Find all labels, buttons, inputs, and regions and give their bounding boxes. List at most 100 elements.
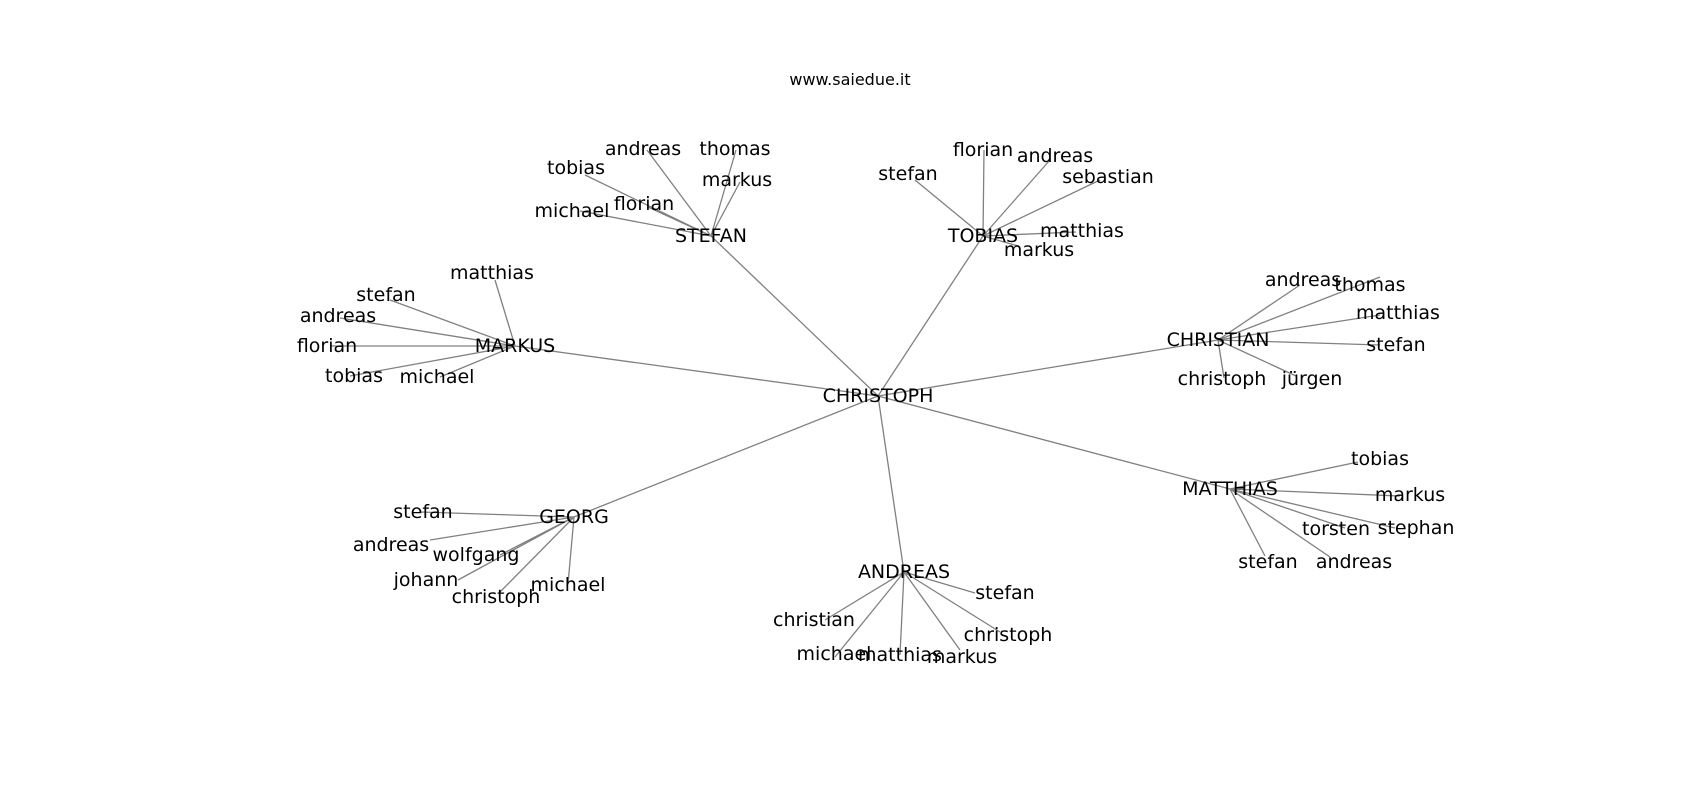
edge-stefan-andreas — [646, 149, 712, 237]
leaf-node-label-christian-5: jürgen — [1281, 368, 1343, 390]
leaf-node-label-stefan-2: tobias — [547, 157, 605, 179]
edge-georg-johann — [457, 516, 575, 581]
edge-andreas-christoph — [903, 571, 1001, 633]
leaf-node-label-stefan-0: andreas — [605, 138, 681, 160]
edge-root-markus — [514, 345, 879, 397]
leaf-node-label-andreas-0: stefan — [975, 582, 1034, 604]
leaf-node-label-matthias-4: stefan — [1238, 551, 1297, 573]
leaf-node-label-stefan-3: markus — [702, 169, 772, 191]
leaf-node-label-matthias-5: andreas — [1316, 551, 1392, 573]
edge-christian-stefan — [1217, 339, 1381, 346]
hub-node-label-tobias: TOBIAS — [947, 225, 1018, 247]
hub-node-label-matthias: MATTHIAS — [1182, 478, 1278, 500]
edge-matthias-torsten — [1229, 488, 1346, 529]
edge-markus-andreas — [339, 317, 516, 347]
edge-christian-jürgen — [1217, 339, 1297, 377]
edge-stefan-markus — [710, 181, 741, 237]
leaf-node-label-georg-5: michael — [531, 574, 606, 596]
leaf-node-label-georg-3: johann — [393, 569, 459, 591]
edge-root-georg — [573, 395, 879, 518]
edge-stefan-thomas — [710, 149, 737, 237]
leaf-node-label-markus-2: andreas — [300, 305, 376, 327]
edge-tobias-stefan — [914, 179, 984, 237]
edge-christian-thomas — [1217, 276, 1381, 341]
edge-root-christian — [877, 339, 1219, 397]
edge-andreas-stefan — [903, 571, 976, 594]
edge-markus-tobias — [349, 345, 516, 377]
edge-georg-christoph — [499, 516, 575, 593]
leaf-node-label-matthias-0: tobias — [1351, 448, 1409, 470]
leaf-node-label-andreas-1: christian — [773, 609, 855, 631]
edge-tobias-sebastian — [982, 179, 1101, 237]
edge-andreas-christian — [824, 571, 905, 621]
leaf-node-label-tobias-0: florian — [953, 139, 1013, 161]
edge-christian-andreas — [1217, 284, 1301, 341]
leaf-node-label-andreas-3: michael — [797, 643, 872, 665]
leaf-node-label-andreas-5: markus — [927, 646, 997, 668]
leaf-node-label-matthias-1: markus — [1375, 484, 1445, 506]
edge-andreas-michael — [834, 571, 905, 658]
edge-tobias-matthias — [982, 231, 1077, 237]
leaf-node-label-markus-5: michael — [400, 366, 475, 388]
edge-root-stefan — [710, 235, 879, 397]
edge-tobias-florian — [982, 149, 985, 237]
source-watermark: www.saiedue.it — [789, 70, 911, 89]
leaf-node-label-matthias-2: torsten — [1302, 518, 1370, 540]
leaf-node-label-christian-4: christoph — [1178, 368, 1267, 390]
leaf-node-label-georg-2: wolfgang — [433, 544, 520, 566]
leaf-node-label-christian-1: thomas — [1334, 274, 1405, 296]
edge-georg-andreas — [429, 516, 575, 541]
edge-markus-michael — [439, 345, 516, 378]
edge-georg-stefan — [419, 511, 575, 518]
hub-node-label-stefan: STEFAN — [675, 225, 747, 247]
leaf-node-label-tobias-1: andreas — [1017, 145, 1093, 167]
hub-node-label-andreas: ANDREAS — [858, 561, 950, 583]
leaf-node-label-markus-3: florian — [297, 335, 357, 357]
leaf-node-label-tobias-5: markus — [1004, 239, 1074, 261]
edge-root-tobias — [877, 235, 984, 397]
leaf-node-label-christian-2: matthias — [1356, 302, 1440, 324]
edge-andreas-markus — [903, 571, 961, 651]
edge-tobias-markus — [982, 235, 1019, 247]
leaf-node-label-tobias-2: stefan — [878, 163, 937, 185]
leaf-node-label-andreas-4: matthias — [858, 644, 942, 666]
edge-tobias-andreas — [982, 159, 1051, 237]
leaf-node-label-georg-4: christoph — [452, 586, 541, 608]
edge-stefan-florian — [647, 206, 712, 237]
leaf-node-label-matthias-3: stephan — [1378, 517, 1455, 539]
hub-node-label-christian: CHRISTIAN — [1167, 329, 1270, 351]
leaf-node-label-tobias-3: sebastian — [1062, 166, 1154, 188]
edge-matthias-stefan — [1229, 488, 1266, 557]
edge-markus-matthias — [494, 279, 516, 347]
edge-root-andreas — [877, 395, 905, 573]
leaf-node-label-christian-0: andreas — [1265, 269, 1341, 291]
leaf-node-label-markus-1: stefan — [356, 284, 415, 306]
edges-layer — [330, 149, 1401, 658]
leaf-node-label-georg-0: stefan — [393, 501, 452, 523]
edge-christian-matthias — [1217, 314, 1381, 341]
root-node-label: CHRISTOPH — [823, 385, 934, 407]
edge-root-matthias — [877, 395, 1231, 490]
edge-matthias-markus — [1229, 488, 1401, 497]
leaf-node-label-stefan-4: florian — [614, 193, 674, 215]
hub-node-label-georg: GEORG — [539, 506, 609, 528]
leaf-node-label-markus-0: matthias — [450, 262, 534, 284]
edge-christian-christoph — [1217, 339, 1225, 379]
leaf-node-label-tobias-4: matthias — [1040, 220, 1124, 242]
leaf-node-label-markus-4: tobias — [325, 365, 383, 387]
edge-georg-michael — [567, 516, 575, 585]
leaf-node-label-christian-3: stefan — [1366, 334, 1425, 356]
edge-stefan-michael — [579, 210, 712, 237]
edge-andreas-matthias — [899, 571, 905, 656]
leaf-node-label-georg-1: andreas — [353, 534, 429, 556]
hub-node-label-markus: MARKUS — [475, 335, 556, 357]
leaf-node-label-stefan-5: michael — [535, 200, 610, 222]
edge-markus-stefan — [389, 299, 516, 347]
edge-matthias-stephan — [1229, 488, 1396, 529]
leaf-node-label-stefan-1: thomas — [699, 138, 770, 160]
edge-matthias-andreas — [1229, 488, 1331, 558]
leaf-node-label-andreas-2: christoph — [964, 624, 1053, 646]
edge-matthias-tobias — [1229, 461, 1359, 490]
